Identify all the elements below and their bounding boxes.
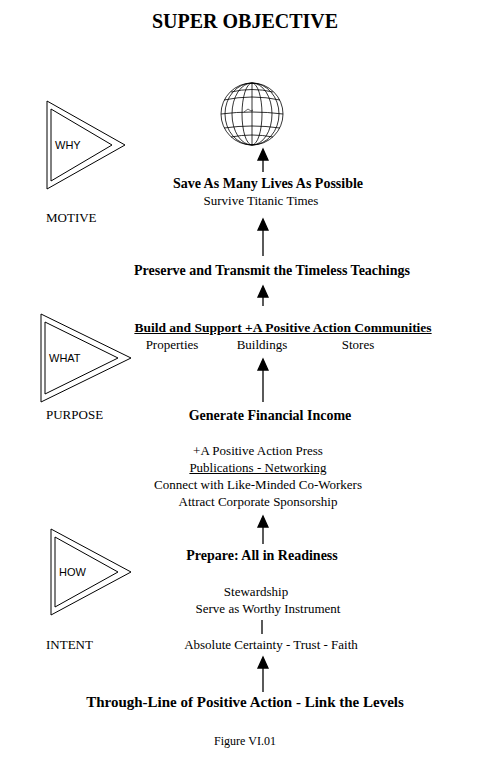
level-subtext: Stewardship [224,585,288,600]
level-subtext: Stores [342,338,375,353]
level-subtext: Connect with Like-Minded Co-Workers [154,478,362,493]
triangle-label: HOW [59,566,86,578]
direction-triangle: WHAT [40,313,132,403]
level-heading: Prepare: All in Readiness [186,548,338,564]
level-subtext: Attract Corporate Sponsorship [179,495,338,510]
level-subtext: Properties [146,338,199,353]
globe-icon [221,83,283,145]
level-subtext: Buildings [237,338,288,353]
level-subtext: Survive Titanic Times [204,194,319,209]
diagram-title: SUPER OBJECTIVE [152,10,338,33]
level-subtext: +A Positive Action Press [193,444,323,459]
level-heading: Build and Support +A Positive Action Com… [134,320,431,336]
side-label: INTENT [46,638,93,653]
triangle-label: WHAT [49,352,81,364]
direction-triangle: HOW [50,528,132,616]
side-label: PURPOSE [46,408,103,423]
level-heading: Generate Financial Income [189,408,352,424]
level-subtext: Absolute Certainty - Trust - Faith [184,638,358,653]
level-subtext: Serve as Worthy Instrument [196,602,341,617]
through-line-heading: Through-Line of Positive Action - Link t… [86,694,404,711]
level-heading: Save As Many Lives As Possible [173,176,363,192]
figure-caption: Figure VI.01 [214,735,276,749]
direction-triangle: WHY [46,100,126,190]
triangle-label: WHY [55,139,81,151]
level-heading: Preserve and Transmit the Timeless Teach… [134,263,410,279]
side-label: MOTIVE [46,211,97,226]
level-subtext: Publications - Networking [189,461,326,476]
